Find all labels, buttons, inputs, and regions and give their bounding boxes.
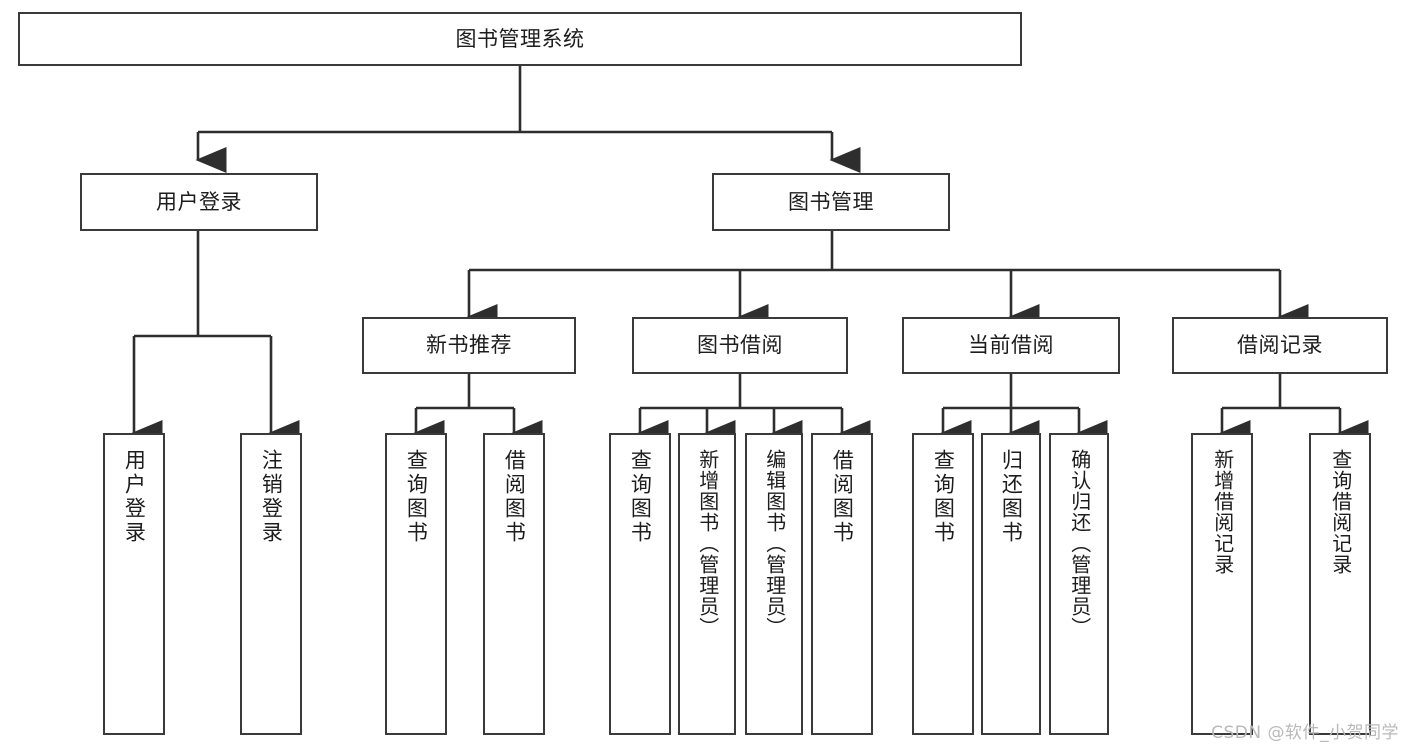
leaf-book-borrow-add[interactable]: 新增图书（管理员） [678, 433, 736, 735]
leaf-book-borrow-borrow-label: 借阅图书 [830, 449, 855, 545]
leaf-new-book-query[interactable]: 查询图书 [385, 433, 447, 735]
leaf-user-login-signin[interactable]: 用户登录 [103, 433, 165, 735]
leaf-book-borrow-edit[interactable]: 编辑图书（管理员） [745, 433, 803, 735]
node-book-management-label: 图书管理 [788, 189, 874, 214]
leaf-book-borrow-borrow[interactable]: 借阅图书 [811, 433, 873, 735]
csdn-watermark: CSDN @软件_小贺同学 [1211, 723, 1399, 743]
node-book-borrow[interactable]: 图书借阅 [632, 317, 848, 374]
node-book-borrow-label: 图书借阅 [697, 333, 783, 358]
leaf-borrow-record-add[interactable]: 新增借阅记录 [1191, 433, 1253, 735]
node-new-book-recommend[interactable]: 新书推荐 [362, 317, 576, 374]
leaf-new-book-query-label: 查询图书 [404, 449, 429, 545]
leaf-current-borrow-query[interactable]: 查询图书 [912, 433, 974, 735]
node-borrow-record[interactable]: 借阅记录 [1172, 317, 1388, 374]
leaf-user-login-signout-label: 注销登录 [259, 449, 284, 545]
leaf-current-borrow-confirm-label: 确认归还（管理员） [1067, 449, 1092, 638]
leaf-book-borrow-query-label: 查询图书 [628, 449, 653, 545]
leaf-current-borrow-return-label: 归还图书 [999, 449, 1024, 545]
node-root-label: 图书管理系统 [455, 26, 585, 51]
node-root[interactable]: 图书管理系统 [18, 12, 1022, 66]
leaf-book-borrow-add-label: 新增图书（管理员） [695, 449, 720, 638]
node-current-borrow-label: 当前借阅 [968, 333, 1054, 358]
leaf-user-login-signout[interactable]: 注销登录 [240, 433, 302, 735]
leaf-user-login-signin-label: 用户登录 [122, 449, 147, 545]
leaf-current-borrow-query-label: 查询图书 [931, 449, 956, 545]
node-user-login-label: 用户登录 [156, 189, 242, 214]
leaf-borrow-record-query[interactable]: 查询借阅记录 [1309, 433, 1371, 735]
node-user-login[interactable]: 用户登录 [80, 173, 318, 231]
leaf-current-borrow-confirm[interactable]: 确认归还（管理员） [1049, 433, 1109, 735]
leaf-current-borrow-return[interactable]: 归还图书 [981, 433, 1041, 735]
node-borrow-record-label: 借阅记录 [1237, 333, 1323, 358]
node-current-borrow[interactable]: 当前借阅 [902, 317, 1120, 374]
leaf-book-borrow-query[interactable]: 查询图书 [609, 433, 671, 735]
leaf-borrow-record-query-label: 查询借阅记录 [1328, 449, 1353, 575]
leaf-book-borrow-edit-label: 编辑图书（管理员） [762, 449, 787, 638]
leaf-borrow-record-add-label: 新增借阅记录 [1210, 449, 1235, 575]
node-new-book-recommend-label: 新书推荐 [426, 333, 512, 358]
leaf-new-book-borrow[interactable]: 借阅图书 [483, 433, 545, 735]
leaf-new-book-borrow-label: 借阅图书 [502, 449, 527, 545]
node-book-management[interactable]: 图书管理 [712, 173, 950, 231]
